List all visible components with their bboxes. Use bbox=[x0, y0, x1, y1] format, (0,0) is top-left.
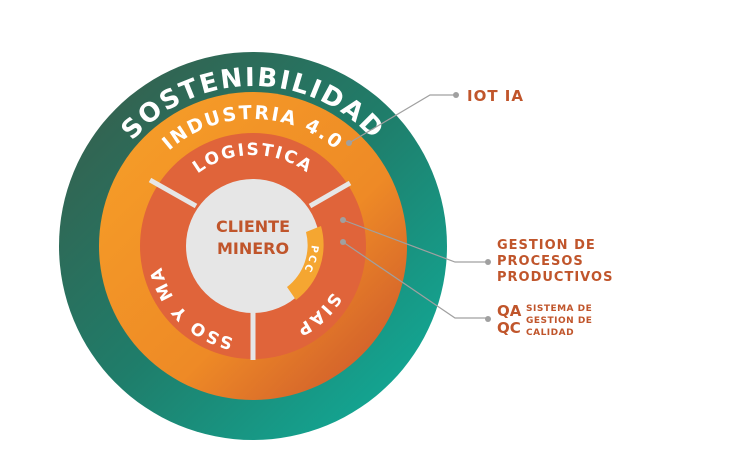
qa-desc-line: SISTEMA DE bbox=[526, 304, 592, 314]
pcc-segment bbox=[287, 226, 324, 300]
qa-desc-line: CALIDAD bbox=[526, 328, 574, 338]
leader-lines bbox=[342, 94, 487, 319]
center-circle bbox=[186, 179, 320, 313]
qa-qc-label: QA QC SISTEMA DE GESTION DE CALIDAD bbox=[497, 302, 592, 338]
qc-text: QC bbox=[497, 319, 521, 337]
center-line1: CLIENTE bbox=[216, 217, 290, 236]
qa-desc-line: GESTION DE bbox=[526, 316, 592, 326]
center-line2: MINERO bbox=[217, 239, 289, 258]
gestion-line: GESTION DE bbox=[497, 238, 596, 253]
qa-text: QA bbox=[497, 302, 522, 320]
iot-ia-label: IOT IA bbox=[467, 87, 524, 105]
gestion-line: PRODUCTIVOS bbox=[497, 270, 613, 285]
leader-dots bbox=[340, 92, 491, 322]
gestion-label: GESTION DE PROCESOS PRODUCTIVOS bbox=[497, 238, 613, 285]
gestion-line: PROCESOS bbox=[497, 254, 584, 269]
